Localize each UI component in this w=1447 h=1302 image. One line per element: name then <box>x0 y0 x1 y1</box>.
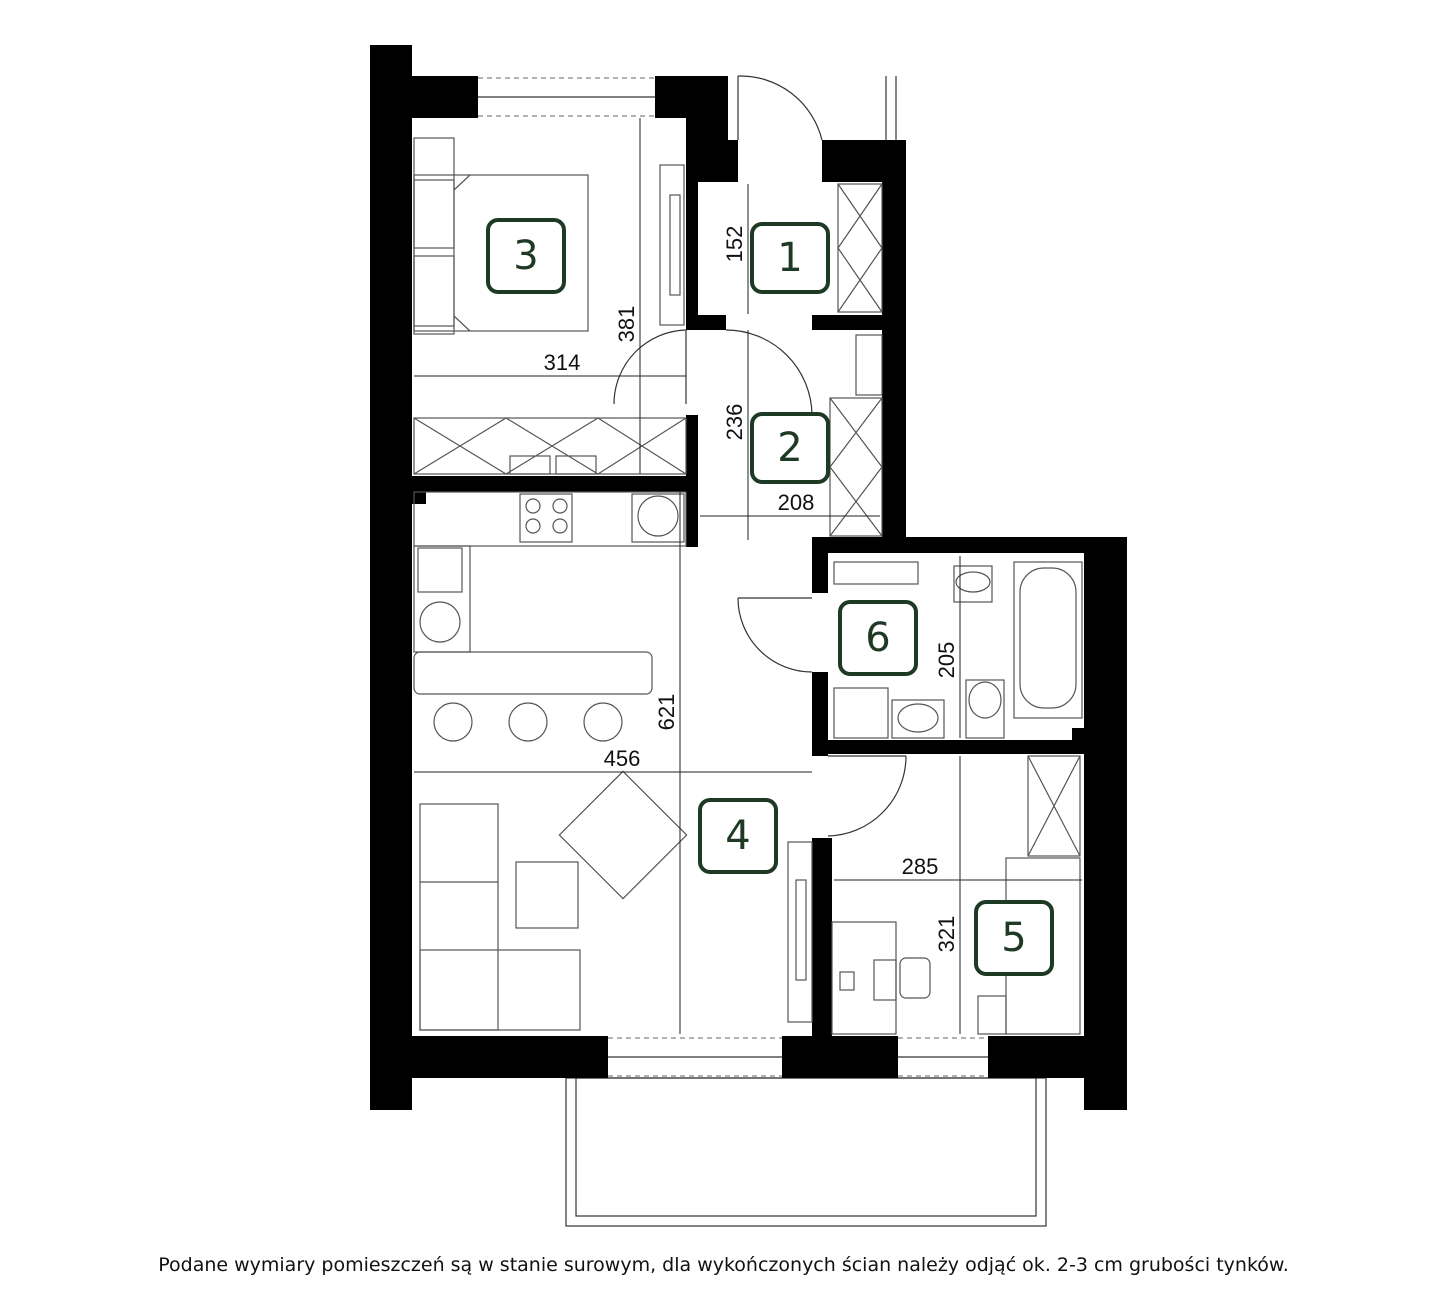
room-label-1: 1 <box>777 235 802 281</box>
room-label-5: 5 <box>1001 915 1026 961</box>
footnote: Podane wymiary pomieszczeń są w stanie s… <box>158 1254 1289 1276</box>
doors <box>613 75 907 837</box>
dim-room3-width: 314 <box>544 350 581 375</box>
dim-room4-height: 621 <box>654 694 679 731</box>
dim-room5-width: 285 <box>902 854 939 879</box>
dim-room2-height: 236 <box>722 404 747 441</box>
dim-room3-height: 381 <box>614 306 639 343</box>
dim-room5-height: 321 <box>934 916 959 953</box>
room-badge-5[interactable]: 5 <box>974 900 1054 976</box>
dimension-lines: 152 236 208 314 381 456 621 285 321 205 <box>414 118 1082 1034</box>
room-badge-1[interactable]: 1 <box>750 222 830 294</box>
dim-room6-height: 205 <box>934 642 959 679</box>
room-label-3: 3 <box>513 233 538 279</box>
dim-room1-height: 152 <box>722 226 747 263</box>
room-label-2: 2 <box>777 425 802 471</box>
dim-room4-width: 456 <box>604 746 641 771</box>
room-badge-4[interactable]: 4 <box>698 798 778 874</box>
balcony <box>565 1077 1047 1227</box>
room-label-4: 4 <box>725 813 750 859</box>
room-badge-6[interactable]: 6 <box>838 600 918 676</box>
room-badge-3[interactable]: 3 <box>486 218 566 294</box>
room-label-6: 6 <box>865 615 890 661</box>
dim-room2-width: 208 <box>778 490 815 515</box>
room-badge-2[interactable]: 2 <box>750 412 830 484</box>
floor-plan: 152 236 208 314 381 456 621 285 321 205 … <box>370 45 1127 1227</box>
walls <box>370 45 1127 1110</box>
windows <box>478 76 988 1077</box>
furniture <box>413 137 1083 1035</box>
